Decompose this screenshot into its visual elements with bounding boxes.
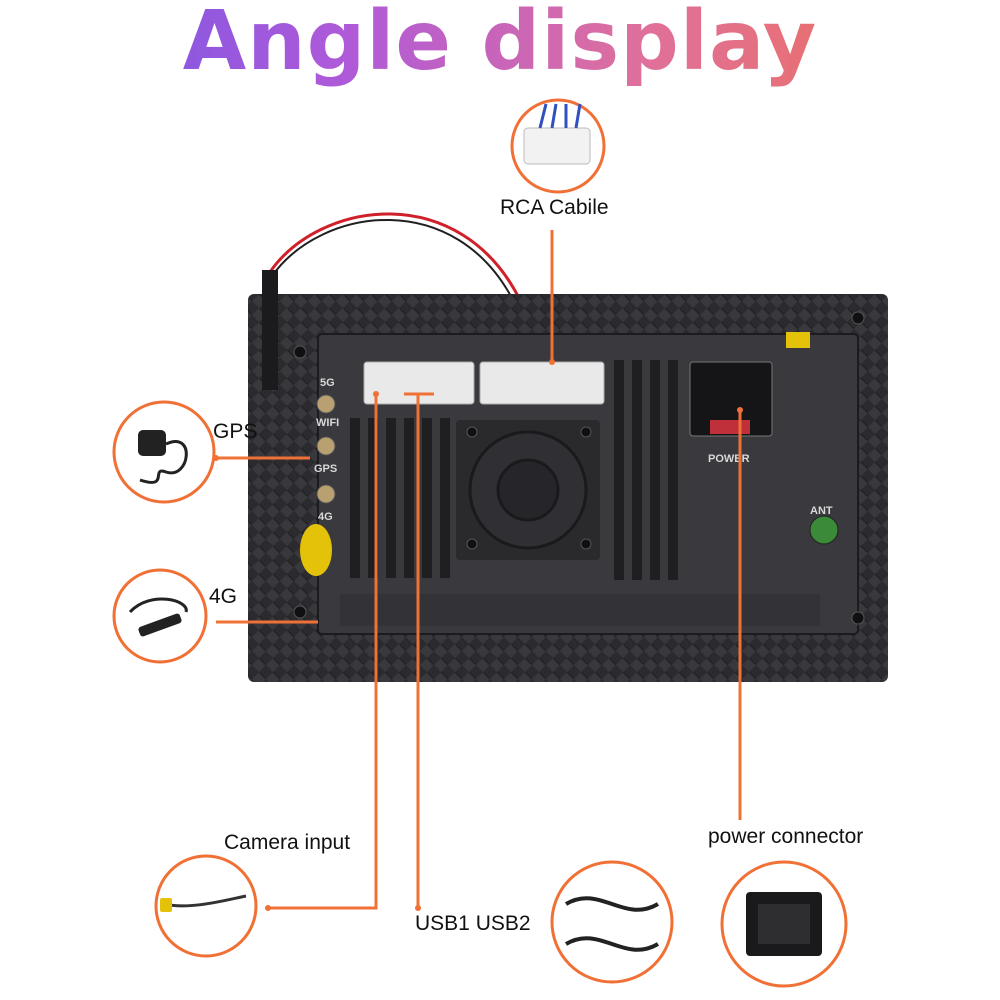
camera-input-callout	[154, 854, 258, 958]
port-label-5g: 5G	[320, 377, 335, 389]
4g-label: 4G	[209, 585, 238, 608]
usb-cable-callout	[550, 860, 674, 984]
camera-input-label: Camera input	[224, 831, 351, 854]
usb-label: USB1 USB2	[415, 912, 531, 935]
port-label-4g: 4G	[318, 511, 333, 523]
power-connector-callout	[720, 860, 848, 988]
power-connector-label: power connector	[708, 825, 864, 848]
gps-label: GPS	[213, 420, 258, 443]
4g-antenna-callout	[112, 568, 208, 664]
rca-cable-callout	[510, 98, 606, 194]
port-label-power: POWER	[708, 453, 750, 465]
leader-lines	[216, 230, 742, 910]
port-label-wifi: WIFI	[316, 417, 339, 429]
rca-cable-label: RCA Cabile	[500, 196, 609, 219]
page-title: Angle display	[0, 0, 1000, 89]
port-label-gps: GPS	[314, 463, 337, 475]
port-label-ant: ANT	[810, 505, 833, 517]
gps-antenna-callout	[112, 400, 216, 504]
red-wire	[268, 212, 522, 301]
radio-back-panel	[248, 270, 888, 682]
